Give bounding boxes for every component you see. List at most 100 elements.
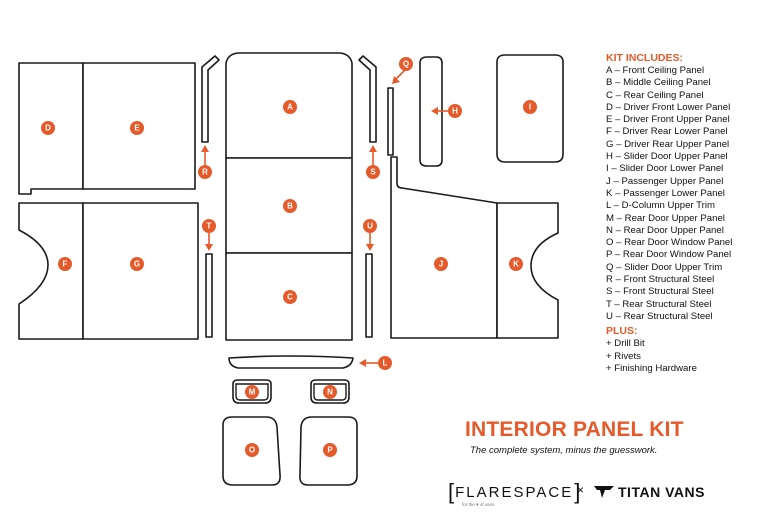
flarespace-tagline: for the ♥ of vans <box>462 502 495 507</box>
arrowhead-s <box>369 145 377 152</box>
kit-item: E – Driver Front Upper Panel <box>606 114 730 126</box>
steel-t <box>205 253 213 338</box>
bracket-right-icon: ] <box>574 479 581 504</box>
kit-list: KIT INCLUDES: A – Front Ceiling Panel B … <box>606 51 766 375</box>
svg-text:L: L <box>383 359 388 368</box>
flarespace-logo: [ FLARESPACE ] <box>448 481 580 503</box>
badge-c: C <box>283 290 297 304</box>
kit-item: G – Driver Rear Upper Panel <box>606 138 730 150</box>
svg-text:M: M <box>249 388 256 397</box>
tagline: The complete system, minus the guesswork… <box>470 445 658 456</box>
badge-g: G <box>130 257 144 271</box>
steel-u <box>365 253 373 338</box>
brand-row: [ FLARESPACE ] for the ♥ of vans × TITAN… <box>448 481 758 508</box>
kit-item: K – Passenger Lower Panel <box>606 187 725 199</box>
badge-q: Q <box>399 57 413 71</box>
svg-text:T: T <box>207 222 212 231</box>
bracket-left-icon: [ <box>448 479 455 504</box>
svg-text:E: E <box>134 124 140 133</box>
svg-text:C: C <box>287 293 293 302</box>
svg-text:Q: Q <box>403 60 409 69</box>
svg-text:B: B <box>287 202 293 211</box>
kit-item: F – Driver Rear Lower Panel <box>606 126 728 138</box>
kit-item: B – Middle Ceiling Panel <box>606 77 711 89</box>
svg-text:A: A <box>287 103 293 112</box>
kit-item: S – Front Structural Steel <box>606 286 714 298</box>
arrow-q <box>394 69 406 81</box>
panel-k <box>496 202 559 339</box>
svg-text:O: O <box>249 446 255 455</box>
kit-item: M – Rear Door Upper Panel <box>606 212 725 224</box>
plus-item: + Finishing Hardware <box>606 362 697 374</box>
badge-b: B <box>283 199 297 213</box>
arrowhead-t <box>205 244 213 251</box>
panel-n-inner <box>313 383 347 401</box>
svg-text:P: P <box>327 446 333 455</box>
plus-item: + Rivets <box>606 350 641 362</box>
svg-text:J: J <box>439 260 443 269</box>
trim-l <box>228 355 354 369</box>
steel-r <box>201 55 220 143</box>
steel-s <box>358 55 377 143</box>
trim-q <box>387 87 394 156</box>
kit-item: U – Rear Structural Steel <box>606 310 713 322</box>
kit-item: C – Rear Ceiling Panel <box>606 89 704 101</box>
badge-n: N <box>323 385 337 399</box>
brand-separator: × <box>577 483 585 497</box>
kit-item: Q – Slider Door Upper Trim <box>606 261 723 273</box>
plus-item: + Drill Bit <box>606 338 645 350</box>
svg-text:U: U <box>367 222 373 231</box>
panel-m-inner <box>235 383 269 401</box>
badge-s: S <box>366 165 380 179</box>
svg-text:F: F <box>63 260 68 269</box>
kit-item: J – Passenger Upper Panel <box>606 175 724 187</box>
titan-name: TITAN VANS <box>618 484 705 500</box>
kit-item: L – D-Column Upper Trim <box>606 200 715 212</box>
badge-u: U <box>363 219 377 233</box>
arrowhead-r <box>201 145 209 152</box>
panel-j <box>390 156 498 339</box>
badge-m: M <box>245 385 259 399</box>
panel-h <box>419 56 443 167</box>
svg-text:I: I <box>529 103 531 112</box>
page-title: INTERIOR PANEL KIT <box>465 418 684 441</box>
svg-text:G: G <box>134 260 140 269</box>
svg-text:R: R <box>202 168 208 177</box>
badge-k: K <box>509 257 523 271</box>
titan-logo-icon <box>594 486 614 498</box>
svg-text:H: H <box>452 107 458 116</box>
svg-text:N: N <box>327 388 333 397</box>
badge-e: E <box>130 121 144 135</box>
badge-o: O <box>245 443 259 457</box>
kit-item: T – Rear Structural Steel <box>606 298 712 310</box>
svg-text:D: D <box>45 124 51 133</box>
badge-r: R <box>198 165 212 179</box>
kit-item: P – Rear Door Window Panel <box>606 249 732 261</box>
arrowhead-h <box>431 107 438 115</box>
badge-i: I <box>523 100 537 114</box>
panel-g <box>82 202 199 340</box>
panel-f <box>18 202 84 340</box>
arrowhead-l <box>359 359 366 367</box>
kit-item: R – Front Structural Steel <box>606 274 715 286</box>
badge-d: D <box>41 121 55 135</box>
plus-heading: PLUS: <box>606 325 638 338</box>
kit-item: N – Rear Door Upper Panel <box>606 224 724 236</box>
badge-t: T <box>202 219 216 233</box>
badge-f: F <box>58 257 72 271</box>
badge-a: A <box>283 100 297 114</box>
kit-item: A – Front Ceiling Panel <box>606 65 705 76</box>
kit-item: H – Slider Door Upper Panel <box>606 151 728 163</box>
arrowhead-u <box>366 244 374 251</box>
badge-p: P <box>323 443 337 457</box>
svg-text:S: S <box>370 168 376 177</box>
badge-j: J <box>434 257 448 271</box>
kit-item: O – Rear Door Window Panel <box>606 237 733 249</box>
kit-item: D – Driver Front Lower Panel <box>606 101 731 113</box>
badge-l: L <box>378 356 392 370</box>
svg-text:K: K <box>513 260 519 269</box>
flarespace-name: FLARESPACE <box>455 483 574 501</box>
badge-h: H <box>448 104 462 118</box>
kit-heading: KIT INCLUDES: <box>606 52 683 64</box>
